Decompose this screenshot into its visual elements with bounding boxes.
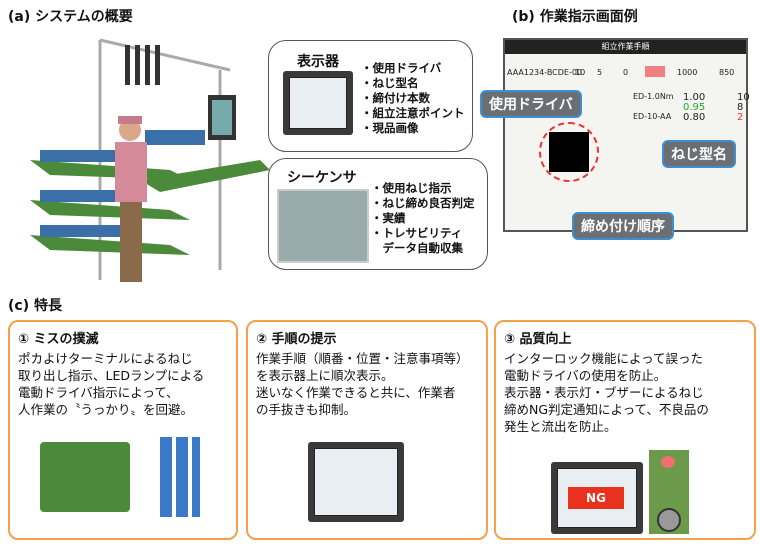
bullet: ・ねじ締め良否判定 [371,196,475,210]
bullet: データ自動収集 [371,241,463,255]
value-cell: 0 [623,68,629,77]
value-cell: 10 [575,68,586,77]
bullet: ・組立注意ポイント [361,106,465,120]
status-lamp [645,66,665,77]
sequencer-callout: シーケンサ ・使用ねじ指示 ・ねじ締め良否判定 ・実績 ・トレサビリティ データ… [268,158,488,270]
torque-cell: 1.00 [683,92,706,103]
feature-card-1: ① ミスの撲滅 ポカよけターミナルによるねじ 取り出し指示、LEDランプによる … [8,320,238,540]
workstation-illustration [20,30,270,295]
model-cell: AAA1234-BCDE-00 [507,68,583,77]
bullet: ・トレサビリティ [371,226,463,240]
bullet: ・現品画像 [361,121,419,135]
feature-title: ② 手順の提示 [256,332,337,347]
feature-text: ポカよけターミナルによるねじ 取り出し指示、LEDランプによる 電動ドライバ指示… [18,351,205,417]
tag-driver: 使用ドライバ [480,90,582,118]
value-cell: 850 [719,68,735,77]
feature-text: インターロック機能によって誤った 電動ドライバの使用を防止。 表示器・表示灯・ブ… [504,351,709,434]
section-c-title: (c) 特長 [8,298,62,314]
feature-card-3: ③ 品質向上 インターロック機能によって誤った 電動ドライバの使用を防止。 表示… [494,320,756,540]
driver-cell: ED-1.0Nm [633,92,674,101]
tag-screw: ねじ型名 [662,140,736,168]
sequencer-title: シーケンサ [287,170,357,186]
count-cell: 10 [737,92,750,103]
bullet: ・使用ドライバ [361,61,442,75]
tag-order: 締め付け順序 [572,212,674,240]
display-image [308,442,404,522]
ng-label: NG [568,487,624,509]
value-cell: 1000 [677,68,698,77]
count-cell: 8 [737,102,744,113]
feature-text: 作業手順（順番・位置・注意事項等） を表示器上に順次表示。 迷いなく作業できると… [256,351,469,417]
torque-cell: 0.95 [683,102,706,113]
display-bullets: ・使用ドライバ ・ねじ型名 ・締付け本数 ・組立注意ポイント ・現品画像 [361,61,465,136]
signal-lamp-image [649,450,689,534]
section-a-title: (a) システムの概要 [8,9,133,25]
sequencer-image [277,189,369,263]
display-title: 表示器 [297,54,339,70]
bullet: ・実績 [371,211,406,225]
ng-display-image: NG [551,462,643,534]
work-instruction-screen: 組立作業手順 AAA1234-BCDE-00 10 5 0 1000 850 E… [503,38,750,232]
display-callout: 表示器 ・使用ドライバ ・ねじ型名 ・締付け本数 ・組立注意ポイント ・現品画像 [268,40,473,152]
bullet: ・ねじ型名 [361,76,419,90]
feature-card-2: ② 手順の提示 作業手順（順番・位置・注意事項等） を表示器上に順次表示。 迷い… [246,320,488,540]
bullet: ・使用ねじ指示 [371,181,452,195]
screen-header: 組立作業手順 [505,40,746,54]
section-b-title: (b) 作業指示画面例 [512,9,638,25]
value-cell: 5 [597,68,603,77]
feature-title: ① ミスの撲滅 [18,332,99,347]
driver-image [160,437,200,517]
display-image [283,71,353,135]
bullet: ・締付け本数 [361,91,430,105]
feature-title: ③ 品質向上 [504,332,572,347]
terminal-image [40,442,130,512]
screw-cell: ED-10-AA [633,112,672,121]
count-cell: 2 [737,112,744,123]
torque-cell: 0.80 [683,112,706,123]
sequencer-bullets: ・使用ねじ指示 ・ねじ締め良否判定 ・実績 ・トレサビリティ データ自動収集 [371,181,475,256]
highlight-circle [539,122,599,182]
